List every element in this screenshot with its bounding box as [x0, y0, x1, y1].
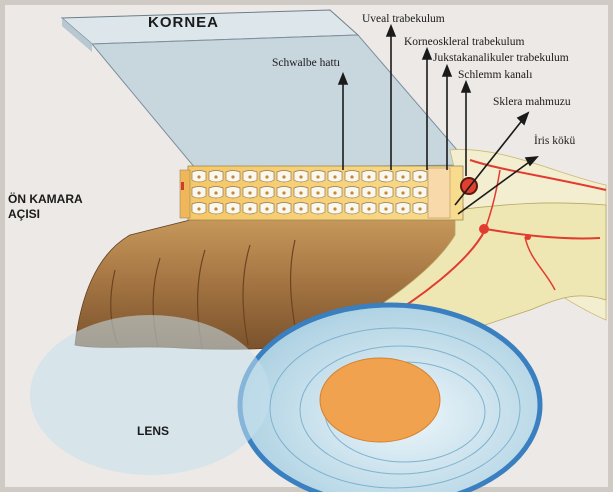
mesh-cell-nucleus: [231, 191, 234, 194]
mesh-cell-nucleus: [316, 175, 319, 178]
mesh-cell-nucleus: [418, 207, 421, 210]
mesh-cell-nucleus: [367, 191, 370, 194]
mesh-cell-nucleus: [333, 207, 336, 210]
mesh-cell-nucleus: [214, 207, 217, 210]
korneoskleral-trabekulum-label: Korneoskleral trabekulum: [404, 37, 524, 49]
on-kamara-label-line1: ÖN KAMARA: [8, 193, 83, 205]
sklera-mahmuzu-label: Sklera mahmuzu: [493, 97, 571, 109]
schwalbe-label: Schwalbe hattı: [272, 58, 340, 70]
lens-left-edge: [30, 315, 270, 475]
trabecular-left-marker: [181, 182, 184, 190]
mesh-cell-nucleus: [367, 207, 370, 210]
mesh-cell-nucleus: [282, 207, 285, 210]
lens-label: LENS: [137, 425, 169, 437]
mesh-cell-nucleus: [265, 191, 268, 194]
mesh-cell-nucleus: [299, 207, 302, 210]
mesh-cell-nucleus: [333, 175, 336, 178]
mesh-cell-nucleus: [231, 207, 234, 210]
mesh-cell-nucleus: [401, 175, 404, 178]
lens-core: [320, 358, 440, 442]
mesh-cell-nucleus: [367, 175, 370, 178]
mesh-cell-nucleus: [282, 191, 285, 194]
vessel-node-3: [525, 234, 531, 240]
mesh-cell-nucleus: [384, 207, 387, 210]
mesh-cell-nucleus: [282, 175, 285, 178]
mesh-cell-nucleus: [384, 175, 387, 178]
mesh-cell-nucleus: [248, 175, 251, 178]
mesh-cell-nucleus: [197, 191, 200, 194]
vessel-node-1: [479, 224, 489, 234]
mesh-cell-nucleus: [401, 191, 404, 194]
juxtacanalicular-zone: [428, 168, 450, 218]
kornea-label: KORNEA: [148, 15, 219, 30]
mesh-cell-nucleus: [231, 175, 234, 178]
mesh-cell-nucleus: [214, 191, 217, 194]
mesh-cell-nucleus: [197, 207, 200, 210]
mesh-cell-nucleus: [248, 207, 251, 210]
mesh-cell-nucleus: [418, 175, 421, 178]
mesh-cell-nucleus: [316, 207, 319, 210]
on-kamara-label-line2: AÇISI: [8, 208, 40, 220]
mesh-cell-nucleus: [418, 191, 421, 194]
mesh-cell-nucleus: [299, 175, 302, 178]
mesh-cell-nucleus: [384, 191, 387, 194]
jukstakanalikuler-trabekulum-label: Jukstakanalikuler trabekulum: [433, 53, 569, 65]
mesh-cell-nucleus: [265, 207, 268, 210]
schlemm-kanali-label: Schlemm kanalı: [458, 70, 532, 82]
mesh-cell-nucleus: [401, 207, 404, 210]
mesh-cell-nucleus: [248, 191, 251, 194]
mesh-cell-nucleus: [350, 175, 353, 178]
mesh-cell-nucleus: [214, 175, 217, 178]
mesh-cell-nucleus: [316, 191, 319, 194]
trabecular-bar-cap: [180, 170, 190, 218]
mesh-cell-nucleus: [299, 191, 302, 194]
uveal-trabekulum-label: Uveal trabekulum: [362, 14, 445, 26]
mesh-cell-nucleus: [333, 191, 336, 194]
mesh-cell-nucleus: [350, 207, 353, 210]
iris-koku-label: İris kökü: [534, 136, 575, 148]
mesh-cell-nucleus: [350, 191, 353, 194]
mesh-cell-nucleus: [265, 175, 268, 178]
mesh-cell-nucleus: [197, 175, 200, 178]
